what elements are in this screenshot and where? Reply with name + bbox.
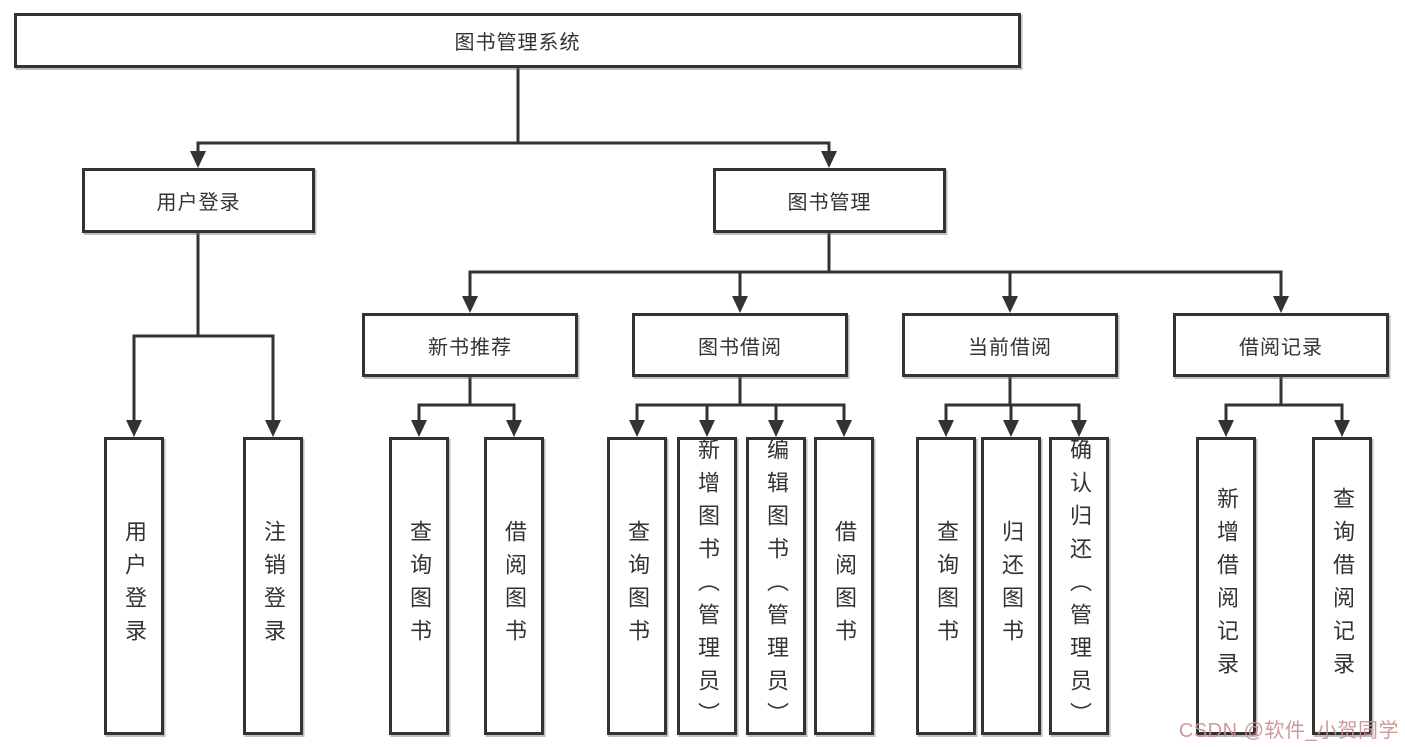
- leaf-add-borrow-record: 新增借阅记录: [1196, 437, 1256, 735]
- leaf-query-books-borrow: 查询图书: [607, 437, 667, 735]
- leaf-label: 查询图书: [934, 520, 959, 652]
- node-borrow-records: 借阅记录: [1173, 313, 1389, 377]
- node-new-book-recommend: 新书推荐: [362, 313, 578, 377]
- node-book-mgmt: 图书管理: [713, 168, 946, 233]
- leaf-label: 归还图书: [999, 520, 1024, 652]
- leaf-label: 用户登录: [122, 520, 147, 652]
- leaf-edit-book-admin: 编辑图书（管理员）: [746, 437, 806, 735]
- leaf-return-book: 归还图书: [981, 437, 1041, 735]
- leaf-query-books-current: 查询图书: [916, 437, 976, 735]
- node-root: 图书管理系统: [14, 13, 1021, 68]
- node-current-borrow: 当前借阅: [902, 313, 1118, 377]
- leaf-label: 新增借阅记录: [1214, 487, 1239, 685]
- leaf-user-login: 用户登录: [104, 437, 164, 735]
- leaf-add-book-admin: 新增图书（管理员）: [677, 437, 737, 735]
- leaf-confirm-return-admin: 确认归还（管理员）: [1049, 437, 1109, 735]
- leaf-label: 查询图书: [625, 520, 650, 652]
- leaf-label: 新增图书（管理员）: [695, 437, 720, 735]
- node-book-borrow: 图书借阅: [632, 313, 848, 377]
- leaf-query-borrow-record: 查询借阅记录: [1312, 437, 1372, 735]
- leaf-label: 编辑图书（管理员）: [764, 437, 789, 735]
- watermark: CSDN @软件_小贺同学: [1178, 720, 1399, 742]
- leaf-label: 注销登录: [261, 520, 286, 652]
- leaf-label: 查询借阅记录: [1330, 487, 1355, 685]
- leaf-label: 查询图书: [407, 520, 432, 652]
- leaf-borrow-books-recommend: 借阅图书: [484, 437, 544, 735]
- leaf-label: 借阅图书: [832, 520, 857, 652]
- leaf-logout: 注销登录: [243, 437, 303, 735]
- leaf-label: 借阅图书: [502, 520, 527, 652]
- leaf-label: 确认归还（管理员）: [1067, 437, 1092, 735]
- leaf-query-books-recommend: 查询图书: [389, 437, 449, 735]
- node-user-login: 用户登录: [82, 168, 315, 233]
- leaf-borrow-books-borrow: 借阅图书: [814, 437, 874, 735]
